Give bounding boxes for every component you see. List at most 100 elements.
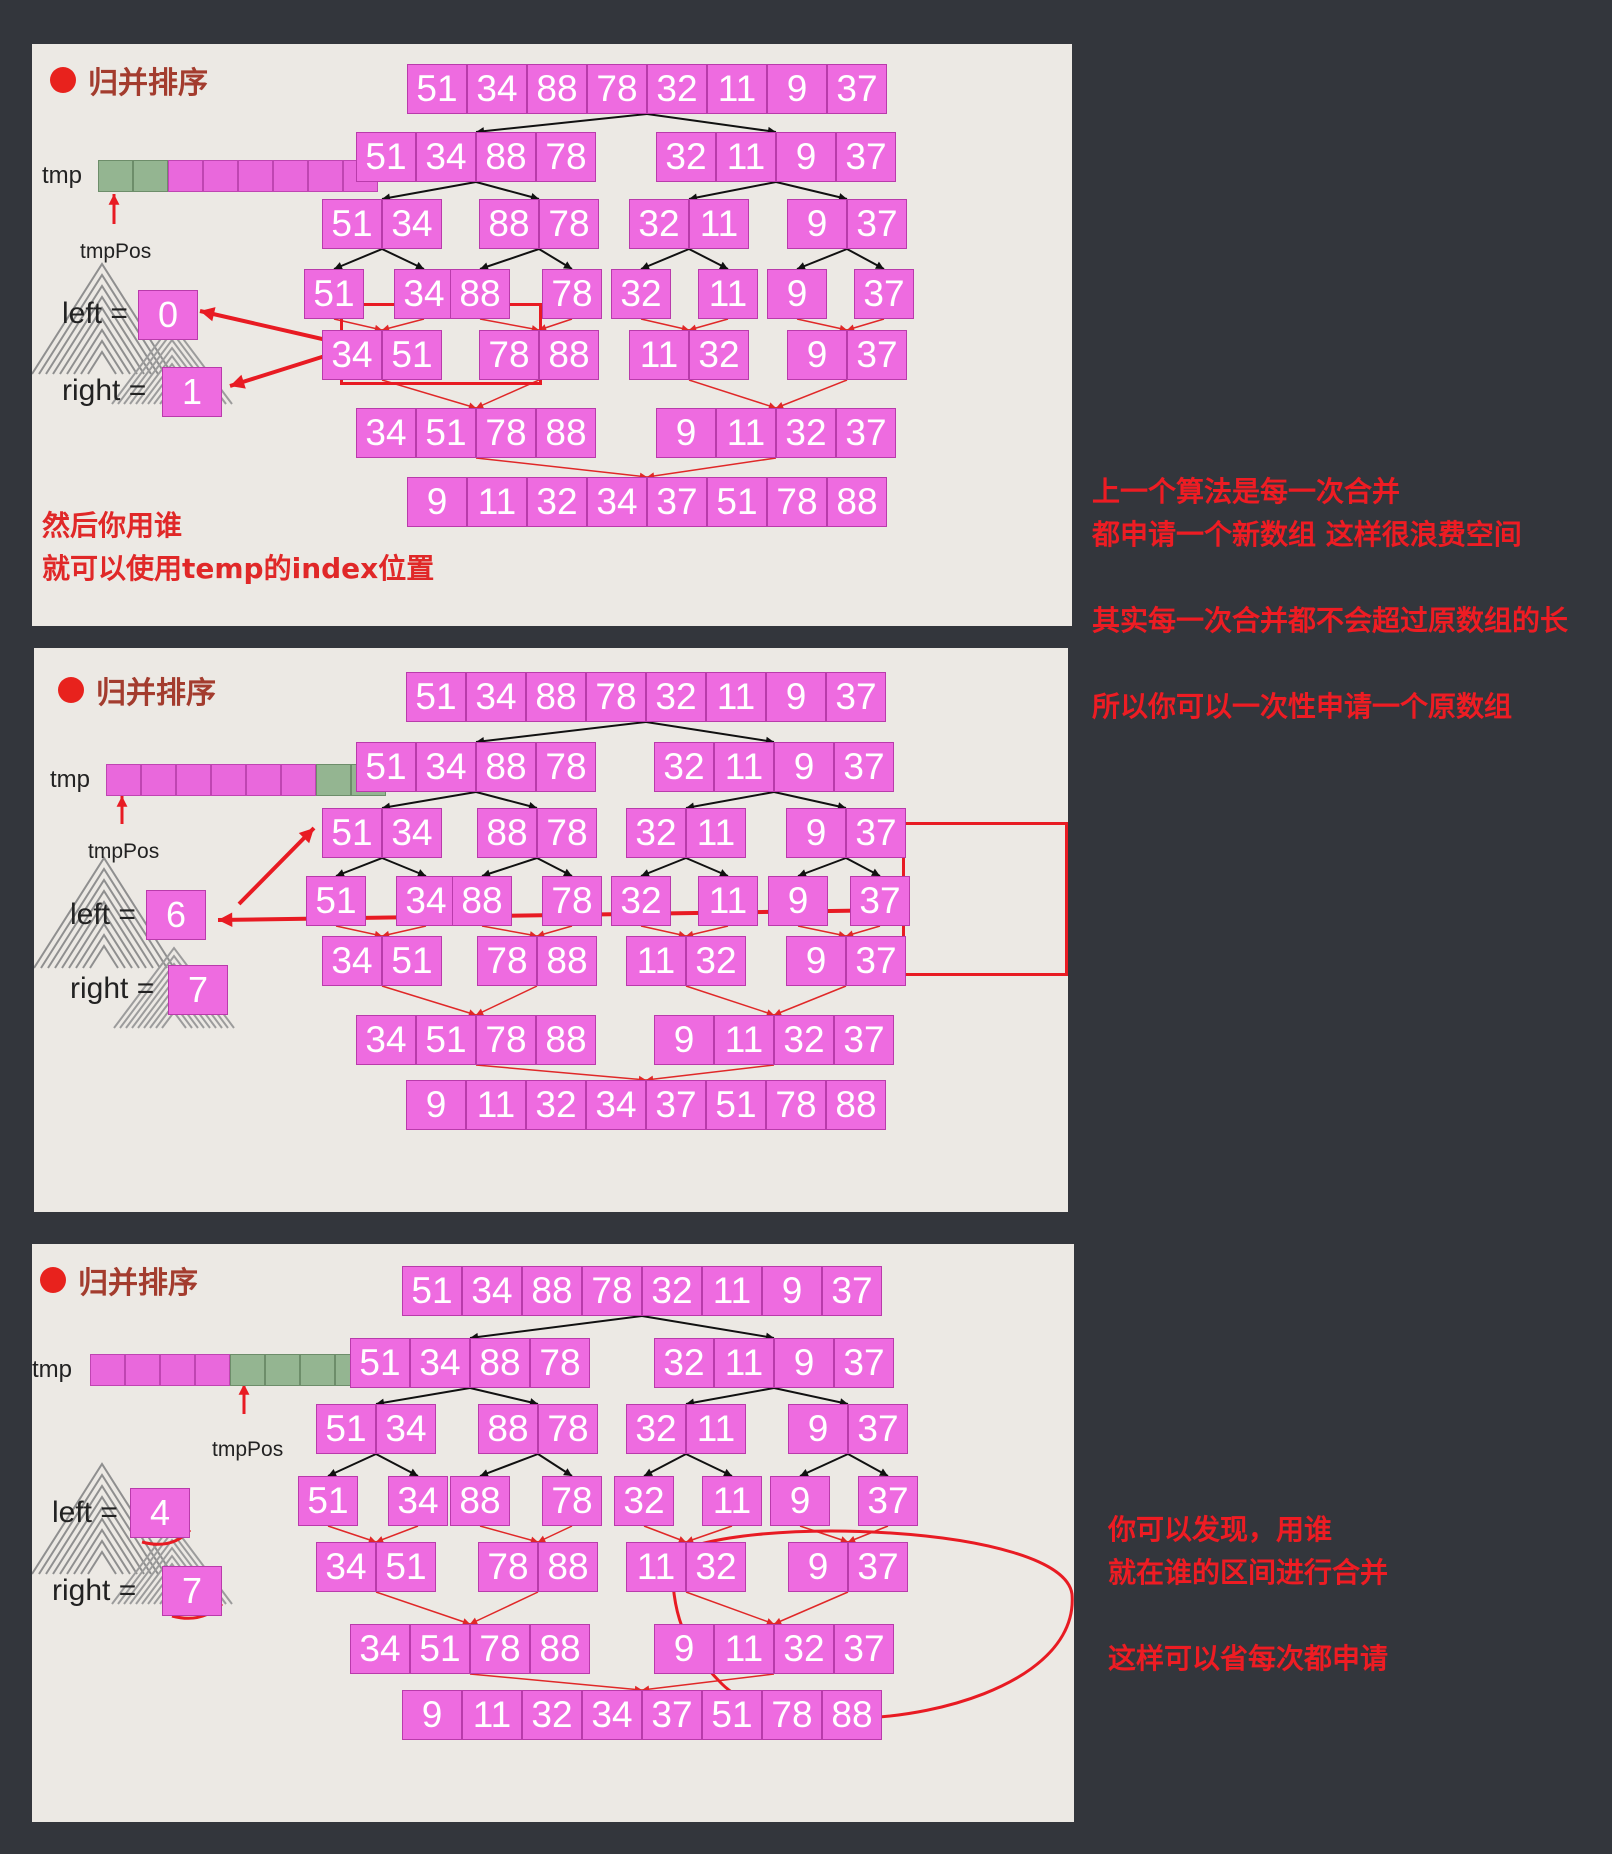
array-cell: 51	[407, 64, 467, 114]
arrow-head-icon	[470, 1617, 478, 1625]
tree-edge	[685, 1591, 775, 1625]
tree-edge	[481, 857, 538, 877]
tree-edge	[641, 1315, 775, 1339]
array-cell: 88	[452, 876, 512, 926]
array-cell: 32	[522, 1690, 582, 1740]
array-cell: 32	[626, 1404, 686, 1454]
arrow-head-icon	[476, 1008, 484, 1016]
arrow-head-icon	[108, 194, 120, 205]
mountain-decoration	[73, 1528, 131, 1575]
mountain-decoration	[47, 878, 161, 969]
array-cell: 34	[316, 1542, 376, 1592]
tmp-cell	[230, 1354, 265, 1386]
arrow-head-icon	[462, 1618, 470, 1626]
array-cell: 51	[356, 132, 416, 182]
tree-edge	[381, 181, 477, 200]
mountain-decoration	[87, 1550, 117, 1575]
array-cell: 37	[827, 64, 887, 114]
array-cell: 11	[716, 408, 776, 458]
arrow-head-icon	[468, 402, 476, 410]
array-cell: 32	[774, 1624, 834, 1674]
array-cell: 32	[686, 936, 746, 986]
array-cell: 32	[611, 876, 671, 926]
array-cell: 9	[774, 742, 834, 792]
arrow-head-icon	[848, 1535, 856, 1543]
array-cell: 37	[836, 408, 896, 458]
array-cell: 37	[848, 1404, 908, 1454]
array-cell: 78	[582, 1266, 642, 1316]
array-cell: 78	[536, 132, 596, 182]
mountain-decoration	[45, 284, 159, 375]
arrow-head-icon	[528, 802, 537, 810]
array-cell: 32	[656, 132, 716, 182]
mountain-decoration	[66, 1517, 138, 1575]
leaf-array: 9	[770, 1476, 830, 1526]
tree-edge	[475, 181, 540, 200]
arrow-head-icon	[563, 1468, 572, 1476]
mountain-decoration	[66, 317, 138, 375]
array-cell: 78	[470, 1624, 530, 1674]
tree-edge	[640, 925, 687, 937]
arrow-head-icon	[766, 1618, 774, 1625]
note-line: 这样可以省每次都申请	[1108, 1642, 1389, 1675]
tree-edge	[481, 925, 538, 937]
array-cell: 51	[376, 1542, 436, 1592]
tree-edge	[327, 1453, 377, 1477]
slide-title: 归并排序	[50, 58, 208, 102]
arrow-head-icon	[230, 374, 246, 389]
array-cell: 51	[406, 672, 466, 722]
tree-edge	[688, 181, 777, 200]
tree-edge	[775, 181, 848, 200]
array-cell: 32	[614, 1476, 674, 1526]
array-cell: 37	[647, 477, 707, 527]
tmp-cell	[316, 764, 351, 796]
arrow-head-icon	[482, 869, 491, 878]
array-cell: 34	[350, 1624, 410, 1674]
tree-edge	[375, 1387, 471, 1405]
array-cell: 88	[827, 477, 887, 527]
leaf-array: 32	[611, 876, 671, 926]
array-cell: 88	[530, 1624, 590, 1674]
tmp-cell	[195, 1354, 230, 1386]
array-cell: 9	[654, 1015, 714, 1065]
tree-edge	[479, 248, 540, 270]
arrow-head-icon	[298, 828, 314, 844]
array-cell: 11	[629, 330, 689, 380]
array-cell: 11	[702, 1476, 762, 1526]
array-cell: 9	[768, 876, 828, 926]
array-cell: 32	[654, 742, 714, 792]
tmp-array	[98, 160, 378, 192]
array-cell: 88	[822, 1690, 882, 1740]
mountain-decoration	[68, 911, 140, 969]
array-cell: 11	[698, 876, 758, 926]
array-cell: 51	[706, 1080, 766, 1130]
bullet-dot-icon	[40, 1267, 66, 1293]
tmp-cell	[300, 1354, 335, 1386]
note-line: 就在谁的区间进行合并	[1108, 1556, 1389, 1589]
array-cell: 51	[416, 1015, 476, 1065]
mountain-decoration	[82, 933, 126, 969]
tree-edge	[797, 857, 847, 877]
arrow-head-icon	[644, 1468, 653, 1476]
note-line	[1092, 642, 1568, 685]
array-cell: 78	[477, 936, 537, 986]
left-value-box: 6	[146, 890, 206, 940]
mountain-decoration	[61, 900, 147, 969]
tree-edge	[645, 721, 775, 743]
array-cell: 11	[716, 132, 776, 182]
bullet-dot-icon	[58, 677, 84, 703]
array-cell: 51	[410, 1624, 470, 1674]
leaf-array: 37	[858, 1476, 918, 1526]
